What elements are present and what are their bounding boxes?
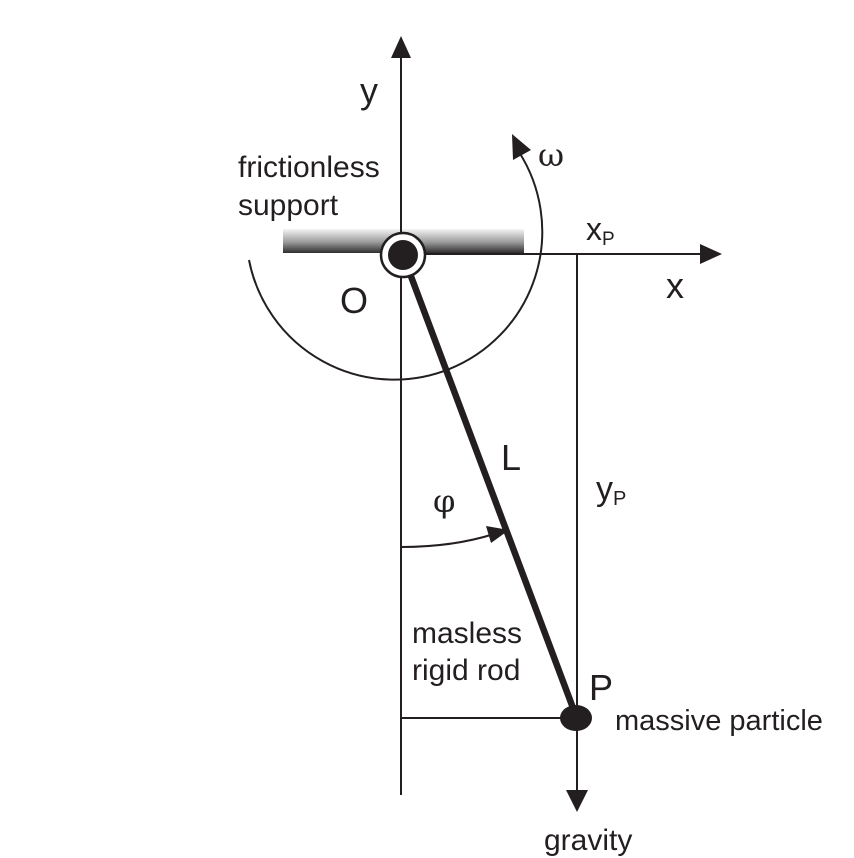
rod-label-line1: masless [412, 617, 522, 650]
x-axis-arrowhead [700, 244, 722, 264]
particle-label: massive particle [615, 705, 823, 737]
y-axis-label: y [360, 70, 378, 111]
xp-label: xP [586, 211, 615, 250]
phi-arc [400, 533, 495, 548]
pivot-center [388, 240, 418, 270]
gravity-label: gravity [544, 824, 632, 857]
rod-label-line2: rigid rod [412, 654, 520, 687]
gravity-arrowhead [566, 790, 588, 812]
rigid-rod [399, 251, 580, 720]
massive-particle [560, 705, 592, 731]
particle-point-label: P [589, 667, 613, 708]
length-label: L [501, 437, 521, 478]
omega-label: ω [538, 136, 564, 174]
omega-arrowhead [512, 134, 531, 160]
x-axis-label: x [666, 265, 684, 306]
support-label-line1: frictionless [238, 151, 380, 184]
support-label-line2: support [238, 189, 339, 222]
yp-label: yP [596, 470, 626, 510]
phi-label: φ [433, 482, 455, 520]
y-axis-arrowhead [391, 36, 411, 58]
origin-label: O [340, 280, 368, 321]
